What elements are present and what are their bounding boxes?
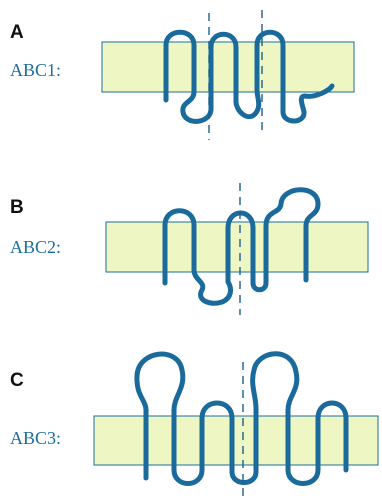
protein-label-abc1: ABC1: <box>10 60 61 80</box>
protein-chain-abc3 <box>134 351 349 486</box>
membrane-abc3 <box>93 415 379 466</box>
panel-letter-a: A <box>10 22 24 43</box>
protein-label-abc3: ABC3: <box>10 428 61 448</box>
panel-letter-c: C <box>10 370 24 391</box>
panel-c: C ABC3: <box>10 351 379 496</box>
panel-b: B ABC2: <box>10 183 369 315</box>
protein-label-abc2: ABC2: <box>10 237 61 257</box>
panel-letter-b: B <box>10 197 24 218</box>
panel-a: A ABC1: <box>10 10 355 140</box>
membrane-abc2 <box>105 221 369 273</box>
membrane-abc1 <box>101 41 355 93</box>
protein-chain-abc1 <box>163 29 335 124</box>
